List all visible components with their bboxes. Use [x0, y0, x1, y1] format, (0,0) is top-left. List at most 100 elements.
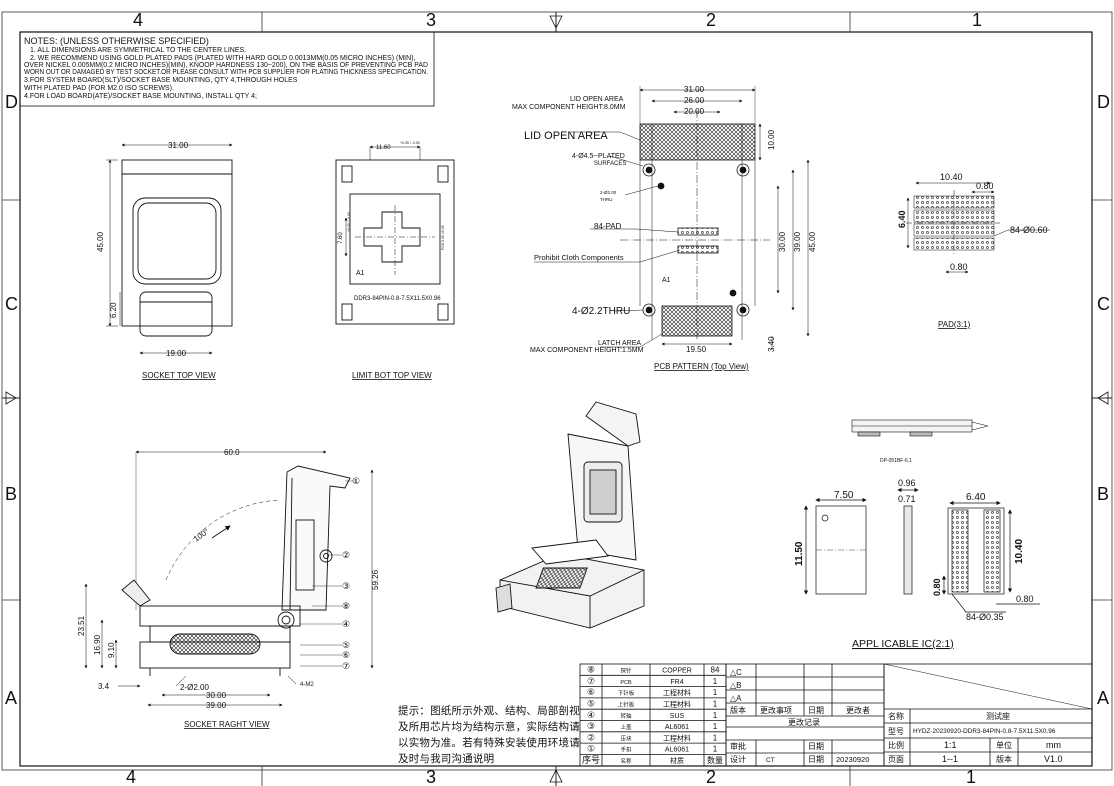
rev-mark-c: △C	[730, 668, 742, 677]
centering-mark-bottom	[549, 766, 563, 786]
bom-row-3-qty: 1	[713, 688, 718, 697]
rev-head-version: 版本	[730, 705, 746, 715]
pcb-max-comp-top: MAX COMPONENT HEIGHT:8.0MM	[512, 104, 626, 111]
bom-footer-name: 名称	[620, 757, 632, 765]
pcb-dim-45: 45.00	[808, 231, 817, 252]
balloon-4: ④	[342, 619, 350, 629]
socket-isometric-view	[495, 401, 645, 629]
pcb-latch: LATCH AREA	[598, 340, 641, 347]
pcb-dim-10: 10.00	[767, 129, 776, 150]
ic-caption: APPL ICABLE IC(2:1)	[852, 638, 954, 650]
pad-dim-w: 10.40	[940, 172, 963, 182]
rev-mark-b: △B	[730, 681, 742, 690]
balloon-3: ③	[342, 581, 350, 591]
bom-row-2-qty: 1	[713, 677, 718, 686]
centering-mark-top	[549, 12, 563, 32]
bom-table	[579, 663, 727, 767]
notes-line-6: WITH PLATED PAD (FOR M2.0 ISO SCREWS).	[24, 85, 174, 92]
zone-right-c: C	[1097, 294, 1110, 314]
pcb-a1: A1	[662, 277, 671, 284]
socket-top-caption: SOCKET TOP VIEW	[142, 371, 216, 380]
probe-label: DP-051BF-6.1	[880, 458, 912, 464]
zone-bottom-4: 4	[126, 767, 136, 786]
bom-row-4-name: 上针板	[618, 701, 635, 709]
ic-dim-6-4: 6.40	[966, 492, 986, 503]
right-dim-9: 9.10	[107, 642, 116, 658]
pcb-pad: 84-PAD	[594, 222, 622, 231]
limit-bot-side-small: PCS 5.00 ±0.05	[441, 225, 445, 250]
ic-dim-0-8a: 0.80	[932, 578, 942, 596]
pad-dim-h: 6.40	[897, 210, 907, 228]
zone-ticks	[2, 12, 1112, 786]
revision-block	[725, 663, 885, 767]
balloon-2: ②	[342, 550, 350, 560]
title-block	[883, 663, 1093, 767]
bom-row-8-material: AL6061	[665, 747, 689, 754]
zone-right-b: B	[1097, 484, 1109, 504]
bom-row-3-no: ⑥	[587, 687, 595, 697]
hint-note: 提示：图纸所示外观、结构、局部剖视及所用芯片均为结构示意，实际结构请以实物为准。…	[398, 706, 580, 765]
bom-row-7-qty: 1	[713, 733, 718, 742]
bom-row-8-no: ①	[587, 744, 595, 754]
bom-row-1-name: 探针	[620, 667, 632, 675]
bom-row-5-no: ④	[587, 710, 595, 720]
socket-top-dim-latch: 6.20	[109, 302, 118, 318]
limit-bot-dim-top-tol: +0.05 / -0.00	[400, 141, 420, 145]
bom-row-3-name: 下针板	[618, 689, 635, 697]
pcb-lid-open-area-big: LID OPEN AREA	[524, 130, 608, 142]
bom-row-4-no: ⑤	[587, 699, 595, 709]
pcb-dim-26: 26.00	[684, 96, 705, 105]
bom-footer-qty: 数量	[707, 755, 723, 765]
pcb-dim-19-5: 19.50	[686, 345, 707, 354]
tb-scale: 1:1	[944, 740, 957, 750]
pcb-dim-31: 31.00	[684, 85, 705, 94]
tb-page-label: 页面	[888, 755, 904, 764]
bom-row-5-name: 转轴	[620, 712, 632, 720]
notes-block: NOTES: (UNLESS OTHERWISE SPECIFIED) 1. A…	[19, 31, 435, 107]
centering-mark-right	[1092, 391, 1112, 405]
bom-row-1-material: COPPER	[662, 668, 692, 675]
rev-mark-a: △A	[730, 694, 742, 703]
ic-drawing	[803, 487, 1040, 613]
tb-model: HYDZ-20230920-DDR3-84PIN-0.8-7.5X11.5X0.…	[913, 728, 1056, 735]
socket-right-view	[84, 450, 374, 707]
pcb-pattern-view	[534, 86, 810, 350]
right-dim-23: 23.51	[77, 615, 86, 636]
tb-model-label: 型号	[888, 727, 904, 736]
pcb-small-hole: 2-Ø2.00	[600, 190, 617, 195]
bom-row-1-qty: 84	[711, 666, 720, 675]
notes-line-3: OVER NICKEL 0.005MM(0.2 MICRO INCHES)(MI…	[24, 62, 428, 69]
balloon-5: ⑤	[342, 640, 350, 650]
limit-bot-caption: LIMIT BOT TOP VIEW	[352, 371, 432, 380]
pcb-caption: PCB PATTERN (Top View)	[654, 362, 749, 371]
pad-dim-pitch: 0.80	[976, 181, 994, 191]
balloon-7: ⑦	[342, 661, 350, 671]
ic-dim-10-4: 10.40	[1014, 539, 1025, 564]
limit-bot-dim-top: 11.60	[376, 145, 391, 151]
notes-line-2: 2. WE RECOMMEND USING GOLD PLATED PADS (…	[30, 55, 415, 62]
balloon-6: ⑥	[342, 650, 350, 660]
zone-left-a: A	[5, 688, 17, 708]
socket-top-dim-height: 45.00	[96, 231, 105, 252]
zone-bottom-2: 2	[706, 767, 716, 786]
socket-top-dim-width: 31.00	[168, 141, 189, 150]
zone-left-d: D	[5, 92, 18, 112]
bom-row-4-material: 工程材料	[663, 700, 691, 709]
tb-name: 测试座	[986, 711, 1010, 721]
ic-dim-0-8b: 0.80	[1016, 594, 1034, 604]
zone-top-2: 2	[706, 10, 716, 30]
rev-head-changer: 更改者	[846, 705, 870, 715]
approval-date-label-2: 日期	[808, 755, 824, 764]
tb-unit: mm	[1046, 740, 1061, 750]
pcb-plated: 4-Ø4.5--PLATED	[572, 153, 625, 160]
bom-row-7-name: 压块	[620, 734, 632, 742]
zone-top-4: 4	[133, 10, 143, 30]
bom-row-6-no: ③	[587, 721, 595, 731]
approval-designer: CT	[766, 757, 775, 764]
right-dim-width: 60.0	[224, 448, 240, 457]
right-dim-3-4: 3.4	[98, 682, 110, 691]
pcb-lid-open-area: LID OPEN AREA	[570, 96, 624, 103]
zone-bottom-3: 3	[426, 767, 436, 786]
ic-dim-balls: 84-Ø0.35	[966, 612, 1004, 622]
